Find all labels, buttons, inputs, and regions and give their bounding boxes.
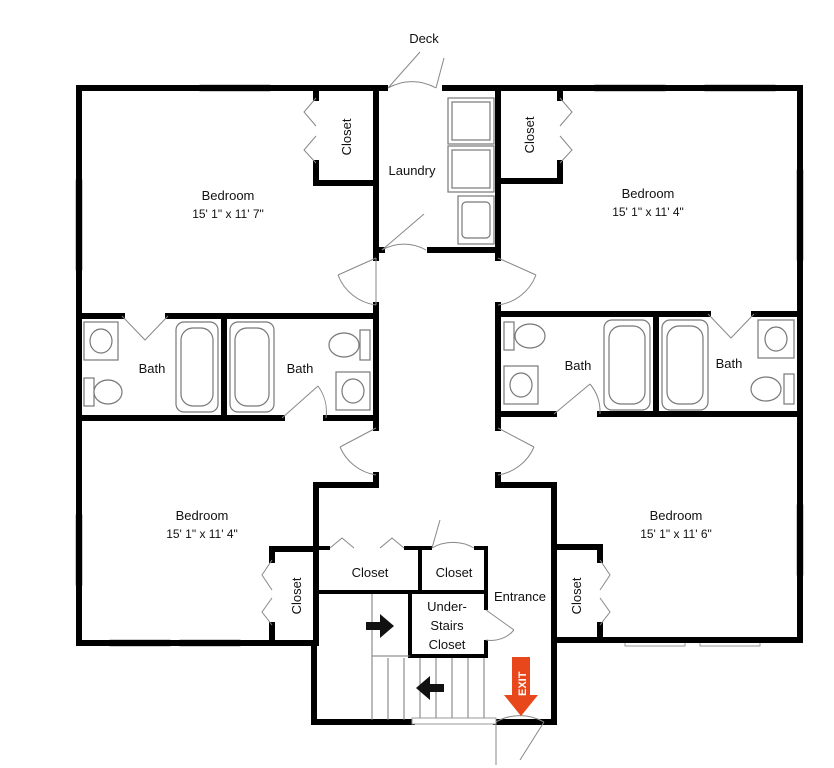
closet-center-right-label: Closet: [436, 565, 473, 580]
arrow-right-icon: [366, 614, 394, 638]
bedroom-bottom-right-name: Bedroom: [650, 508, 703, 523]
interior-walls: [76, 85, 803, 658]
bath-1-label: Bath: [139, 361, 166, 376]
exterior-walls: [76, 85, 803, 725]
under-stairs-line-3: Closet: [429, 637, 466, 652]
bedroom-top-left-name: Bedroom: [202, 188, 255, 203]
room-labels: Deck Bedroom 15' 1" x 11' 7" Bedroom 15'…: [139, 31, 743, 652]
bath-3-label: Bath: [565, 358, 592, 373]
bedroom-top-right-name: Bedroom: [622, 186, 675, 201]
entrance-label: Entrance: [494, 589, 546, 604]
under-stairs-line-1: Under-: [427, 599, 467, 614]
closet-bottom-right-label: Closet: [569, 577, 584, 614]
bedroom-top-left-dims: 15' 1" x 11' 7": [192, 207, 264, 221]
closet-bottom-left-label: Closet: [289, 577, 304, 614]
toilet-icon: [359, 329, 371, 361]
closet-top-left-label: Closet: [339, 118, 354, 155]
arrow-left-icon: [416, 676, 444, 700]
sink-icon: [757, 319, 795, 359]
exit-arrow-down-icon: EXIT: [504, 657, 538, 716]
deck-label: Deck: [409, 31, 439, 46]
bedroom-bottom-left-name: Bedroom: [176, 508, 229, 523]
laundry-label: Laundry: [389, 163, 436, 178]
toilet-icon: [783, 373, 795, 405]
closet-center-left-label: Closet: [352, 565, 389, 580]
bedroom-bottom-left-dims: 15' 1" x 11' 4": [166, 527, 238, 541]
laundry-fixtures: [447, 97, 495, 245]
bath-4-label: Bath: [716, 356, 743, 371]
under-stairs-line-2: Stairs: [430, 618, 464, 633]
toilet-icon: [83, 377, 95, 407]
bath-fixtures: [83, 319, 795, 413]
doors: [121, 51, 755, 765]
toilet-icon: [503, 321, 515, 351]
bedroom-bottom-right-dims: 15' 1" x 11' 6": [640, 527, 712, 541]
exit-sign-label: EXIT: [517, 671, 529, 696]
bath-2-label: Bath: [287, 361, 314, 376]
bedroom-top-right-dims: 15' 1" x 11' 4": [612, 205, 684, 219]
closet-top-right-label: Closet: [522, 116, 537, 153]
